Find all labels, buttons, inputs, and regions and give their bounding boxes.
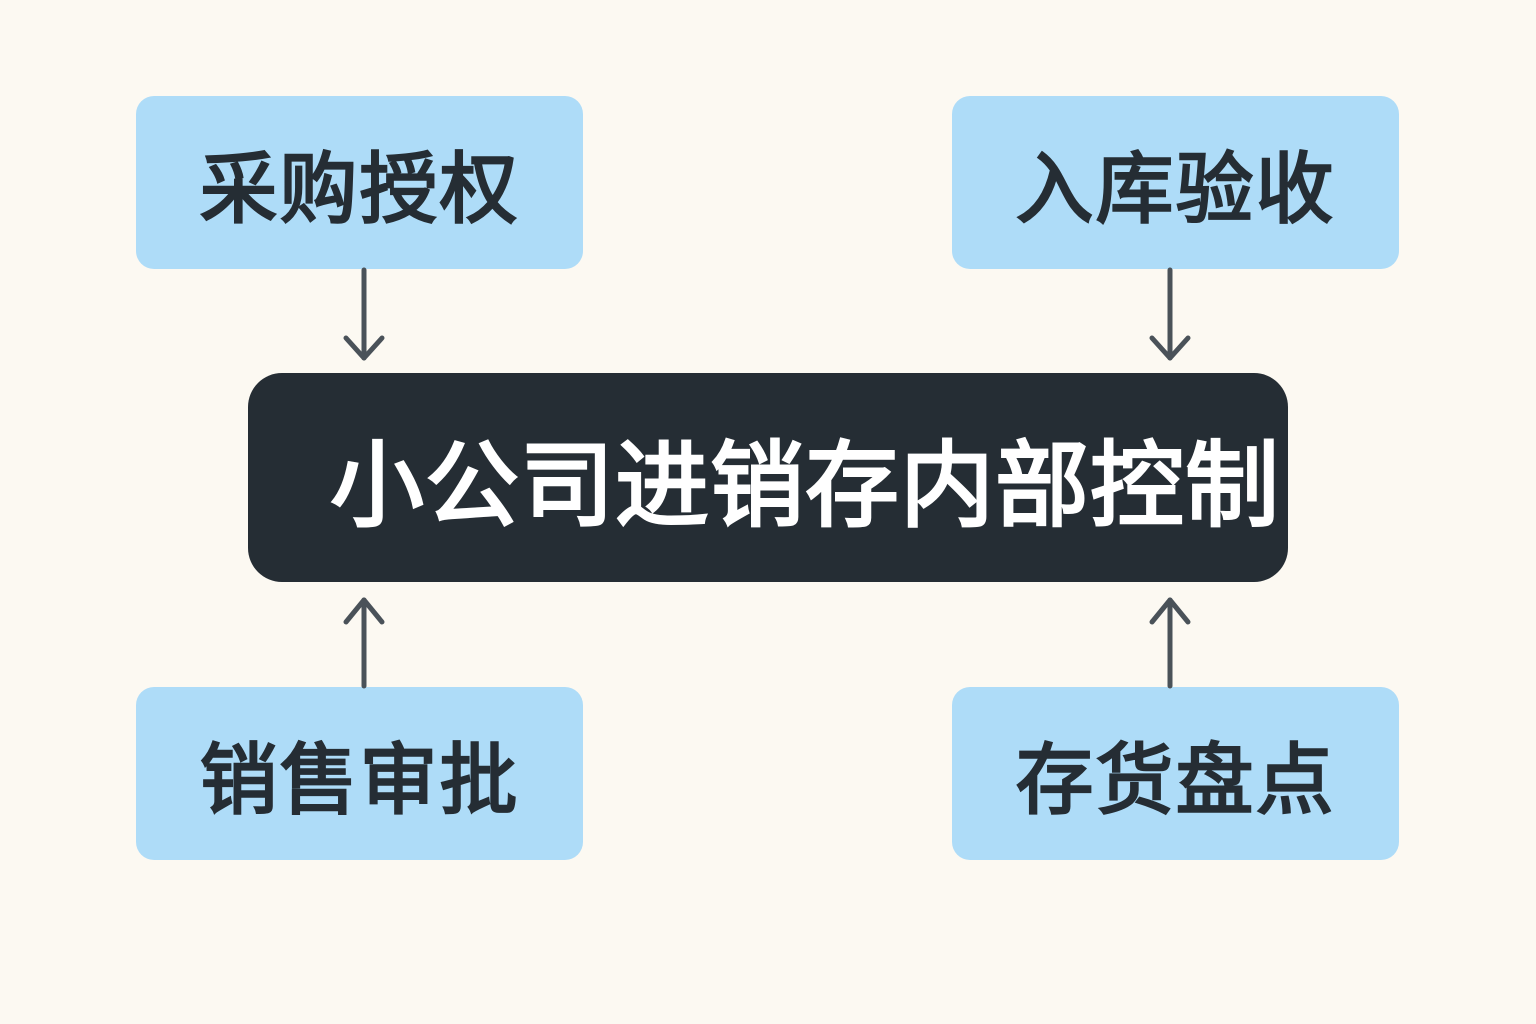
node-inventory-count: 存货盘点 — [952, 687, 1399, 860]
node-sales-approval-label: 销售审批 — [199, 735, 520, 826]
arrow-sales-to-center — [343, 597, 385, 689]
arrow-purchase-to-center — [343, 267, 385, 361]
node-receiving-inspection: 入库验收 — [952, 96, 1399, 269]
node-inventory-count-label: 存货盘点 — [1015, 735, 1336, 826]
arrow-receiving-to-center — [1149, 267, 1191, 361]
node-purchase-authorization: 采购授权 — [136, 96, 583, 269]
arrow-inventory-to-center — [1149, 597, 1191, 689]
node-receiving-inspection-label: 入库验收 — [1015, 144, 1336, 235]
node-sales-approval: 销售审批 — [136, 687, 583, 860]
central-topic-label: 小公司进销存内部控制 — [329, 431, 1280, 541]
central-topic: 小公司进销存内部控制 — [248, 373, 1288, 582]
node-purchase-authorization-label: 采购授权 — [199, 144, 520, 235]
